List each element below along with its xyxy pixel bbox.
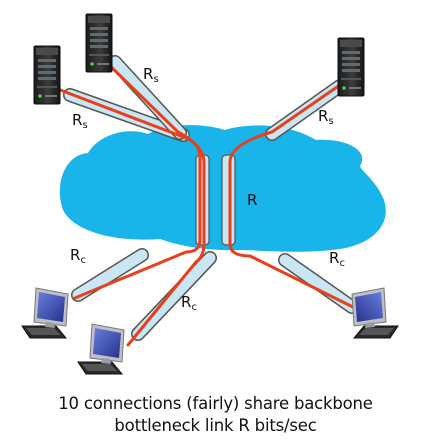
- link-pipe-client-1-inner: [72, 249, 148, 301]
- caption-line-2: bottleneck link R bits/sec: [114, 416, 317, 435]
- link-pipe-server-2-inner: [109, 56, 186, 139]
- caption-line-1: 10 connections (fairly) share backbone: [58, 394, 373, 413]
- backbone-label-r: R: [247, 191, 257, 209]
- diagram-caption: 10 connections (fairly) share backbone b…: [0, 393, 431, 437]
- link-pipe-client-2-inner: [132, 252, 216, 340]
- computer-icon: [77, 323, 125, 375]
- flow-path: [228, 76, 357, 310]
- link-label-rc: Rc: [329, 249, 345, 269]
- server-icon: [337, 37, 365, 97]
- connection-flows: [53, 58, 357, 347]
- computer-icon: [351, 287, 399, 339]
- server-icon: [33, 45, 61, 105]
- link-pipe-client-3-inner: [279, 254, 358, 313]
- computer-icon: [21, 287, 69, 339]
- link-label-rs: Rs: [72, 111, 88, 131]
- server-icon: [85, 13, 113, 73]
- link-label-rc: Rc: [70, 246, 86, 266]
- link-label-rs: Rs: [318, 107, 334, 127]
- link-label-rc: Rc: [181, 293, 197, 313]
- flow-path: [102, 58, 206, 347]
- link-label-rs: Rs: [143, 65, 159, 85]
